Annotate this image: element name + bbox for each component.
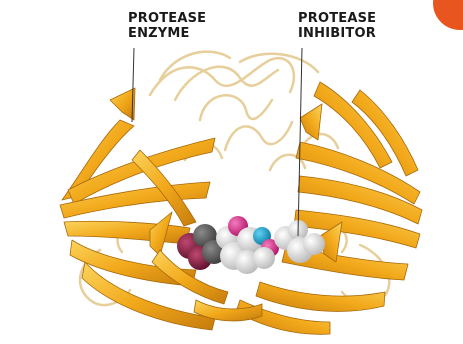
protease-inhibitor-label: PROTEASE INHIBITOR (298, 11, 376, 41)
enzyme-label-line-1: PROTEASE (128, 11, 206, 26)
protease-enzyme-label: PROTEASE ENZYME (128, 11, 206, 41)
inhibitor-label-line-1: PROTEASE (298, 11, 376, 26)
enzyme-label-line-2: ENZYME (128, 26, 206, 41)
inhibitor-label-line-2: INHIBITOR (298, 26, 376, 41)
enzyme-right-barrel (236, 82, 422, 334)
